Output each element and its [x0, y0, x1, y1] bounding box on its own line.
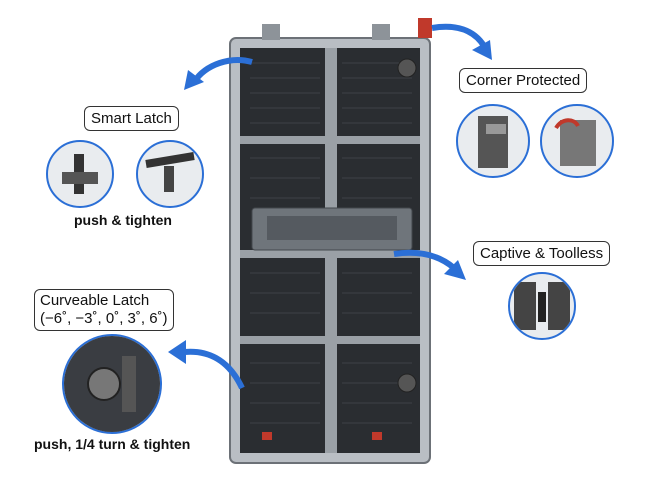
curveable-latch-caption: push, 1/4 turn & tighten — [34, 436, 191, 452]
smart-latch-title: Smart Latch — [84, 106, 179, 131]
curveable-latch-angles: (−6˚, −3˚, 0˚, 3˚, 6˚) — [40, 310, 168, 327]
curveable-latch-thumb — [62, 334, 162, 434]
smart-latch-caption: push & tighten — [74, 212, 172, 228]
smart-latch-thumb-1 — [46, 140, 114, 208]
arrow-curveable-latch — [162, 336, 248, 392]
captive-toolless-title: Captive & Toolless — [473, 241, 611, 266]
arrow-smart-latch — [176, 50, 256, 96]
arrow-captive-toolless — [392, 246, 472, 286]
smart-latch-thumb-2 — [136, 140, 204, 208]
curveable-latch-title-text: Curveable Latch — [40, 292, 150, 309]
led-cabinet-panel — [222, 18, 442, 478]
arrow-corner-protected — [428, 18, 498, 66]
curveable-latch-title: Curveable Latch (−6˚, −3˚, 0˚, 3˚, 6˚) — [34, 289, 174, 331]
captive-toolless-thumb — [508, 272, 576, 340]
corner-protected-thumb-2 — [540, 104, 614, 178]
corner-protected-thumb-1 — [456, 104, 530, 178]
corner-protected-title: Corner Protected — [459, 68, 588, 93]
